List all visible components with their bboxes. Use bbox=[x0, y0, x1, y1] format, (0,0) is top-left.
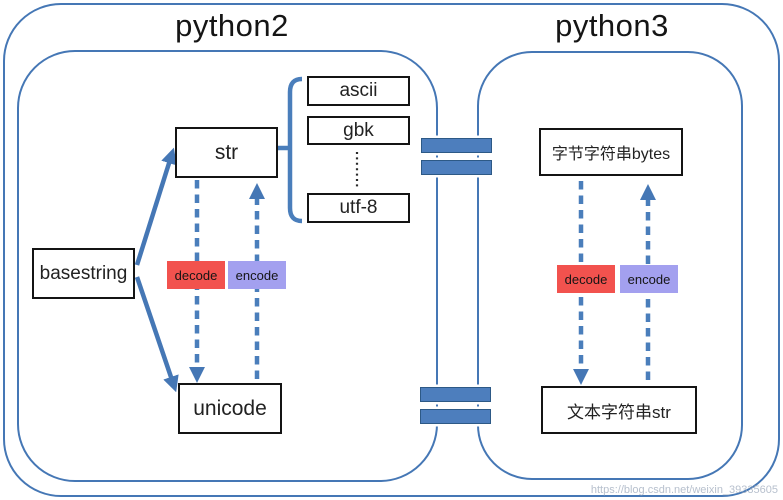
csdn-watermark: https://blog.csdn.net/weixin_39335605 bbox=[590, 484, 778, 496]
python2-container bbox=[17, 50, 438, 482]
python2-decode-label: decode bbox=[167, 261, 225, 289]
python3-encode-label: encode bbox=[620, 265, 678, 293]
arrow-basestring-to-str bbox=[134, 147, 177, 266]
python2-encode-label: encode bbox=[228, 261, 286, 289]
encoding-box-utf8: utf-8 bbox=[307, 193, 410, 223]
top-connector-bar-2 bbox=[421, 160, 492, 175]
python2-title: python2 bbox=[175, 8, 289, 43]
unicode-box: unicode bbox=[178, 383, 282, 434]
python3-decode-label: decode bbox=[557, 265, 615, 293]
python3-title: python3 bbox=[555, 8, 669, 43]
encoding-box-gbk: gbk bbox=[307, 116, 410, 145]
encodings-bracket bbox=[287, 76, 303, 224]
bytes-string-box: 字节字符串bytes bbox=[539, 128, 683, 176]
encoding-box-ascii: ascii bbox=[307, 76, 410, 106]
outer-rounded-border bbox=[3, 3, 780, 497]
str-box: str bbox=[175, 127, 278, 178]
top-connector-bar-1 bbox=[421, 138, 492, 153]
bottom-connector-bar-2 bbox=[420, 409, 491, 424]
python3-container bbox=[477, 51, 743, 480]
text-string-box: 文本字符串str bbox=[541, 386, 697, 434]
basestring-box: basestring bbox=[32, 248, 135, 299]
arrow-basestring-to-unicode bbox=[134, 276, 179, 393]
bottom-connector-bar-1 bbox=[420, 387, 491, 402]
